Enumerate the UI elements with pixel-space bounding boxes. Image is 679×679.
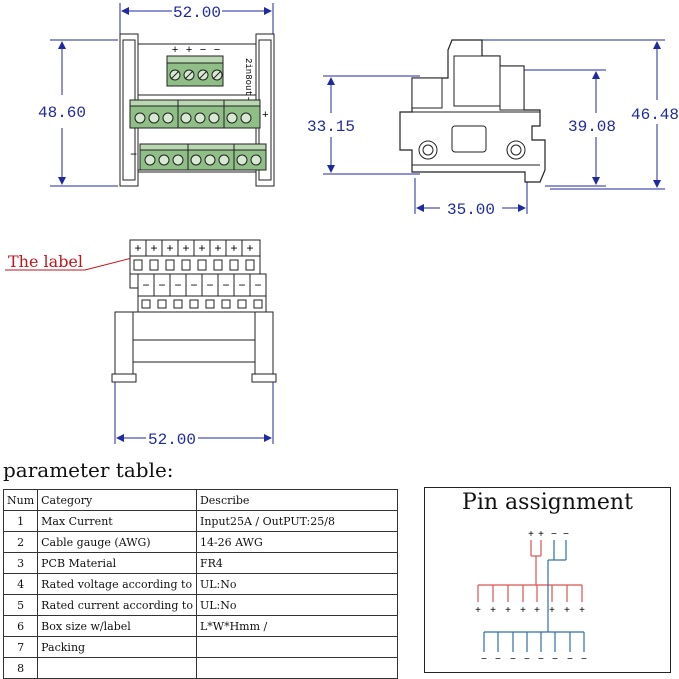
bottom-top-sign: + — [166, 242, 173, 256]
parameter-table-title: parameter table: — [3, 458, 174, 482]
cell-category: Cable gauge (AWG) — [37, 531, 197, 553]
parameter-table: Num Category Describe 1 Max Current Inpu… — [2, 489, 398, 679]
cell-describe — [195, 657, 398, 679]
table-row: 5 Rated current according to UL:No — [2, 594, 398, 616]
bottom-minus-sign: − — [190, 279, 197, 293]
pin-plus-sign: + — [475, 606, 481, 617]
pin-minus-sign: − — [538, 655, 544, 666]
table-row: 2 Cable gauge (AWG) 14-26 AWG — [2, 531, 398, 553]
table-row: 6 Box size w/label L*W*Hmm / — [2, 615, 398, 637]
cell-category: Max Current — [37, 510, 197, 532]
bottom-minus-sign: − — [174, 279, 181, 293]
front-top-sign: − — [200, 45, 207, 57]
cell-num: 2 — [2, 531, 39, 553]
pin-input-sign: + — [538, 530, 544, 541]
table-row: 4 Rated voltage according to UL:No — [2, 573, 398, 595]
front-right-sign: + — [262, 110, 269, 122]
cell-describe: FR4 — [195, 552, 398, 574]
pin-plus-sign: + — [549, 606, 555, 617]
bottom-top-sign: + — [182, 242, 189, 256]
table-row: 1 Max Current Input25A / OutPUT:25/8 — [2, 510, 398, 532]
cell-num: 1 — [2, 510, 39, 532]
pin-minus-sign: − — [552, 655, 558, 666]
dim-side-total: 46.48 — [631, 106, 679, 124]
header-num: Num — [2, 489, 39, 511]
front-left-sign: − — [130, 148, 137, 162]
pin-plus-sign: + — [564, 606, 570, 617]
pin-minus-sign: − — [581, 655, 587, 666]
cell-describe: Input25A / OutPUT:25/8 — [195, 510, 398, 532]
cell-describe: 14-26 AWG — [195, 531, 398, 553]
cell-category: Rated current according to — [37, 594, 197, 616]
pin-minus-sign: − — [524, 655, 530, 666]
cell-num: 8 — [2, 657, 39, 679]
dim-left-height: 48.60 — [38, 104, 86, 122]
pin-plus-sign: + — [534, 606, 540, 617]
cell-describe: UL:No — [195, 594, 398, 616]
pin-input-sign: − — [551, 530, 557, 541]
pin-assignment-title: Pin assignment — [462, 490, 633, 515]
cell-category: Packing — [37, 636, 197, 658]
pin-minus-sign: − — [481, 655, 487, 666]
front-side-text: 2in8out-A — [243, 58, 253, 107]
dim-bottom-width: 52.00 — [148, 431, 196, 449]
cell-describe — [195, 636, 398, 658]
bottom-top-sign: + — [214, 242, 221, 256]
dim-side-base: 35.00 — [447, 201, 495, 219]
dim-side-inner: 33.15 — [307, 118, 355, 136]
side-view: 33.15 39.08 46.48 35.00 — [307, 39, 679, 219]
pin-plus-sign: + — [505, 606, 511, 617]
dim-side-mid: 39.08 — [568, 118, 616, 136]
pin-minus-sign: − — [567, 655, 573, 666]
table-row: 7 Packing — [2, 636, 398, 658]
cell-describe: L*W*Hmm / — [195, 615, 398, 637]
front-top-sign: − — [214, 45, 221, 57]
cell-category: PCB Material — [37, 552, 197, 574]
pin-assignment-box: Pin assignment — [424, 487, 671, 673]
header-describe: Describe — [195, 489, 398, 511]
cell-num: 3 — [2, 552, 39, 574]
pin-input-sign: − — [563, 530, 569, 541]
pin-diagram: + + − − — [475, 530, 587, 666]
pin-plus-sign: + — [579, 606, 585, 617]
bottom-minus-sign: − — [222, 279, 229, 293]
dim-top-width: 52.00 — [173, 4, 221, 22]
bottom-top-sign: + — [230, 242, 237, 256]
bottom-top-sign: + — [198, 242, 205, 256]
label-callout: The label — [8, 252, 83, 271]
cell-num: 5 — [2, 594, 39, 616]
bottom-view: The label + + + + + + + + — [5, 239, 277, 449]
bottom-minus-sign: − — [206, 279, 213, 293]
front-view: 52.00 48.60 + + − − 2in8out-A — [38, 3, 275, 187]
pin-minus-sign: − — [495, 655, 501, 666]
bottom-minus-sign: − — [158, 279, 165, 293]
cell-category: Box size w/label — [37, 615, 197, 637]
bottom-minus-sign: − — [142, 279, 149, 293]
bottom-top-sign: + — [246, 242, 253, 256]
pin-plus-sign: + — [490, 606, 496, 617]
table-row: 8 — [2, 657, 398, 679]
table-row: 3 PCB Material FR4 — [2, 552, 398, 574]
cell-num: 4 — [2, 573, 39, 595]
bottom-top-sign: + — [134, 242, 141, 256]
table-header-row: Num Category Describe — [2, 489, 398, 511]
cell-category: Rated voltage according to — [37, 573, 197, 595]
header-category: Category — [37, 489, 197, 511]
front-top-sign: + — [172, 45, 179, 57]
cell-num: 7 — [2, 636, 39, 658]
bottom-minus-sign: − — [254, 279, 261, 293]
bottom-top-sign: + — [150, 242, 157, 256]
cell-category — [37, 657, 197, 679]
cell-num: 6 — [2, 615, 39, 637]
cell-describe: UL:No — [195, 573, 398, 595]
pin-minus-sign: − — [510, 655, 516, 666]
pin-input-sign: + — [528, 530, 534, 541]
pin-plus-sign: + — [520, 606, 526, 617]
bottom-minus-sign: − — [238, 279, 245, 293]
front-top-sign: + — [186, 45, 193, 57]
